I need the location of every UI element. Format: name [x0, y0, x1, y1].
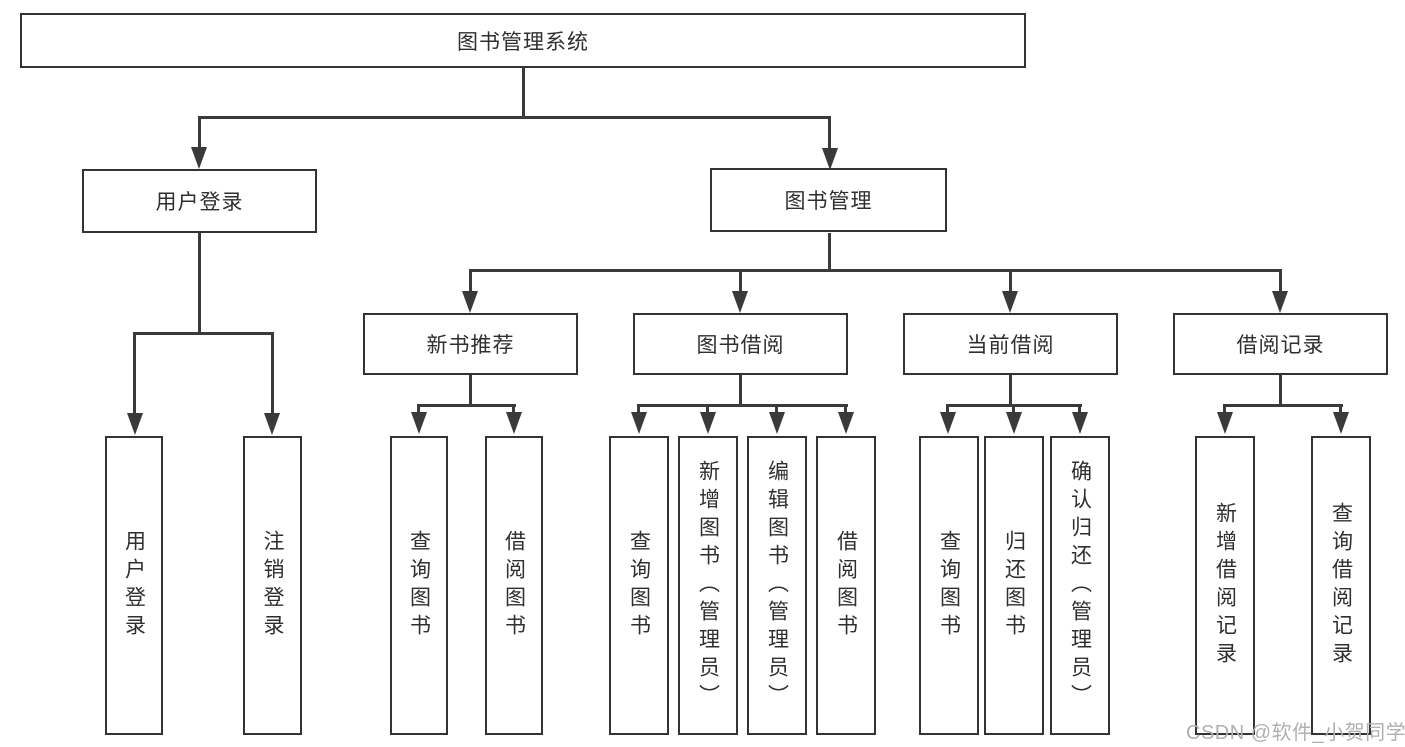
connector-drop: [1012, 404, 1015, 414]
node-label: 归还图书: [1002, 529, 1026, 642]
node-label: 查询图书: [937, 529, 961, 642]
connector-bar: [133, 332, 274, 335]
connector-drop: [271, 332, 274, 414]
connector-stem: [522, 68, 525, 118]
leaf-query-books-borrow: 查询图书: [609, 436, 669, 735]
node-label: 借阅记录: [1236, 334, 1325, 357]
node-label: 当前借阅: [966, 334, 1055, 357]
arrowhead-down: [462, 291, 478, 313]
connector-drop: [946, 404, 949, 414]
connector-drop: [1223, 404, 1226, 414]
connector-bar: [469, 269, 1282, 272]
arrowhead-down: [1272, 291, 1288, 313]
arrowhead-down: [1217, 412, 1233, 434]
connector-bar: [417, 404, 516, 407]
node-label: 借阅图书: [834, 529, 858, 642]
connector-drop: [1078, 404, 1081, 414]
node-borrowing-records: 借阅记录: [1173, 313, 1388, 375]
node-label: 查询借阅记录: [1329, 501, 1353, 670]
node-label: 用户登录: [155, 191, 244, 214]
arrowhead-down: [732, 291, 748, 313]
node-label: 查询图书: [407, 529, 431, 642]
node-label: 图书管理系统: [457, 30, 589, 54]
node-label: 用户登录: [122, 529, 146, 642]
leaf-borrow-books: 借阅图书: [816, 436, 876, 735]
node-label: 编辑图书（管理员）: [765, 459, 789, 712]
leaf-edit-books-admin: 编辑图书（管理员）: [747, 436, 807, 735]
connector-drop: [198, 116, 201, 148]
connector-drop: [1009, 269, 1012, 294]
node-label: 图书借阅: [696, 334, 785, 357]
node-label: 新增图书（管理员）: [696, 459, 720, 712]
arrowhead-down: [822, 148, 838, 170]
connector-drop: [706, 404, 709, 414]
connector-bar: [198, 116, 831, 119]
connector-drop: [739, 269, 742, 294]
connector-stem: [1279, 373, 1282, 406]
connector-drop: [469, 269, 472, 294]
connector-stem: [739, 373, 742, 406]
csdn-watermark: CSDN @软件_小贺同学: [1186, 722, 1405, 744]
connector-drop: [512, 404, 515, 414]
arrowhead-down: [1333, 412, 1349, 434]
arrowhead-down: [631, 412, 647, 434]
connector-drop: [637, 404, 640, 414]
leaf-confirm-return-admin: 确认归还（管理员）: [1050, 436, 1110, 735]
arrowhead-down: [264, 413, 280, 435]
node-label: 查询图书: [627, 529, 651, 642]
arrowhead-down: [191, 147, 207, 169]
connector-drop: [133, 332, 136, 414]
connector-stem: [828, 233, 831, 271]
connector-stem: [198, 233, 201, 334]
node-book-borrowing: 图书借阅: [633, 313, 848, 375]
arrowhead-down: [127, 413, 143, 435]
connector-drop: [1339, 404, 1342, 414]
leaf-borrow-books-recommend: 借阅图书: [485, 436, 543, 735]
node-new-book-recommend: 新书推荐: [363, 313, 578, 375]
connector-drop: [775, 404, 778, 414]
leaf-query-books-current: 查询图书: [919, 436, 979, 735]
connector-bar: [637, 404, 848, 407]
connector-stem: [469, 373, 472, 406]
node-label: 新书推荐: [426, 334, 515, 357]
node-user-login: 用户登录: [82, 169, 317, 233]
connector-drop: [1279, 269, 1282, 294]
node-current-borrowing: 当前借阅: [903, 313, 1118, 375]
arrowhead-down: [769, 412, 785, 434]
leaf-return-books: 归还图书: [984, 436, 1044, 735]
arrowhead-down: [940, 412, 956, 434]
leaf-user-login: 用户登录: [105, 436, 163, 735]
arrowhead-down: [1072, 412, 1088, 434]
node-label: 确认归还（管理员）: [1068, 459, 1092, 712]
leaf-add-borrow-record: 新增借阅记录: [1195, 436, 1255, 735]
connector-stem: [1009, 373, 1012, 406]
node-label: 图书管理: [784, 190, 873, 213]
arrowhead-down: [1002, 291, 1018, 313]
connector-bar: [1223, 404, 1343, 407]
arrowhead-down: [700, 412, 716, 434]
leaf-add-books-admin: 新增图书（管理员）: [678, 436, 738, 735]
node-label: 借阅图书: [502, 529, 526, 642]
arrowhead-down: [506, 412, 522, 434]
node-label: 新增借阅记录: [1213, 501, 1237, 670]
node-book-management: 图书管理: [710, 168, 947, 232]
arrowhead-down: [411, 412, 427, 434]
leaf-query-borrow-record: 查询借阅记录: [1311, 436, 1371, 735]
connector-drop: [828, 116, 831, 149]
arrowhead-down: [1006, 412, 1022, 434]
node-root-system: 图书管理系统: [20, 13, 1026, 68]
node-label: 注销登录: [261, 529, 284, 642]
connector-drop: [417, 404, 420, 414]
leaf-query-books-recommend: 查询图书: [390, 436, 448, 735]
arrowhead-down: [838, 412, 854, 434]
leaf-logout: 注销登录: [243, 436, 302, 735]
connector-drop: [844, 404, 847, 414]
